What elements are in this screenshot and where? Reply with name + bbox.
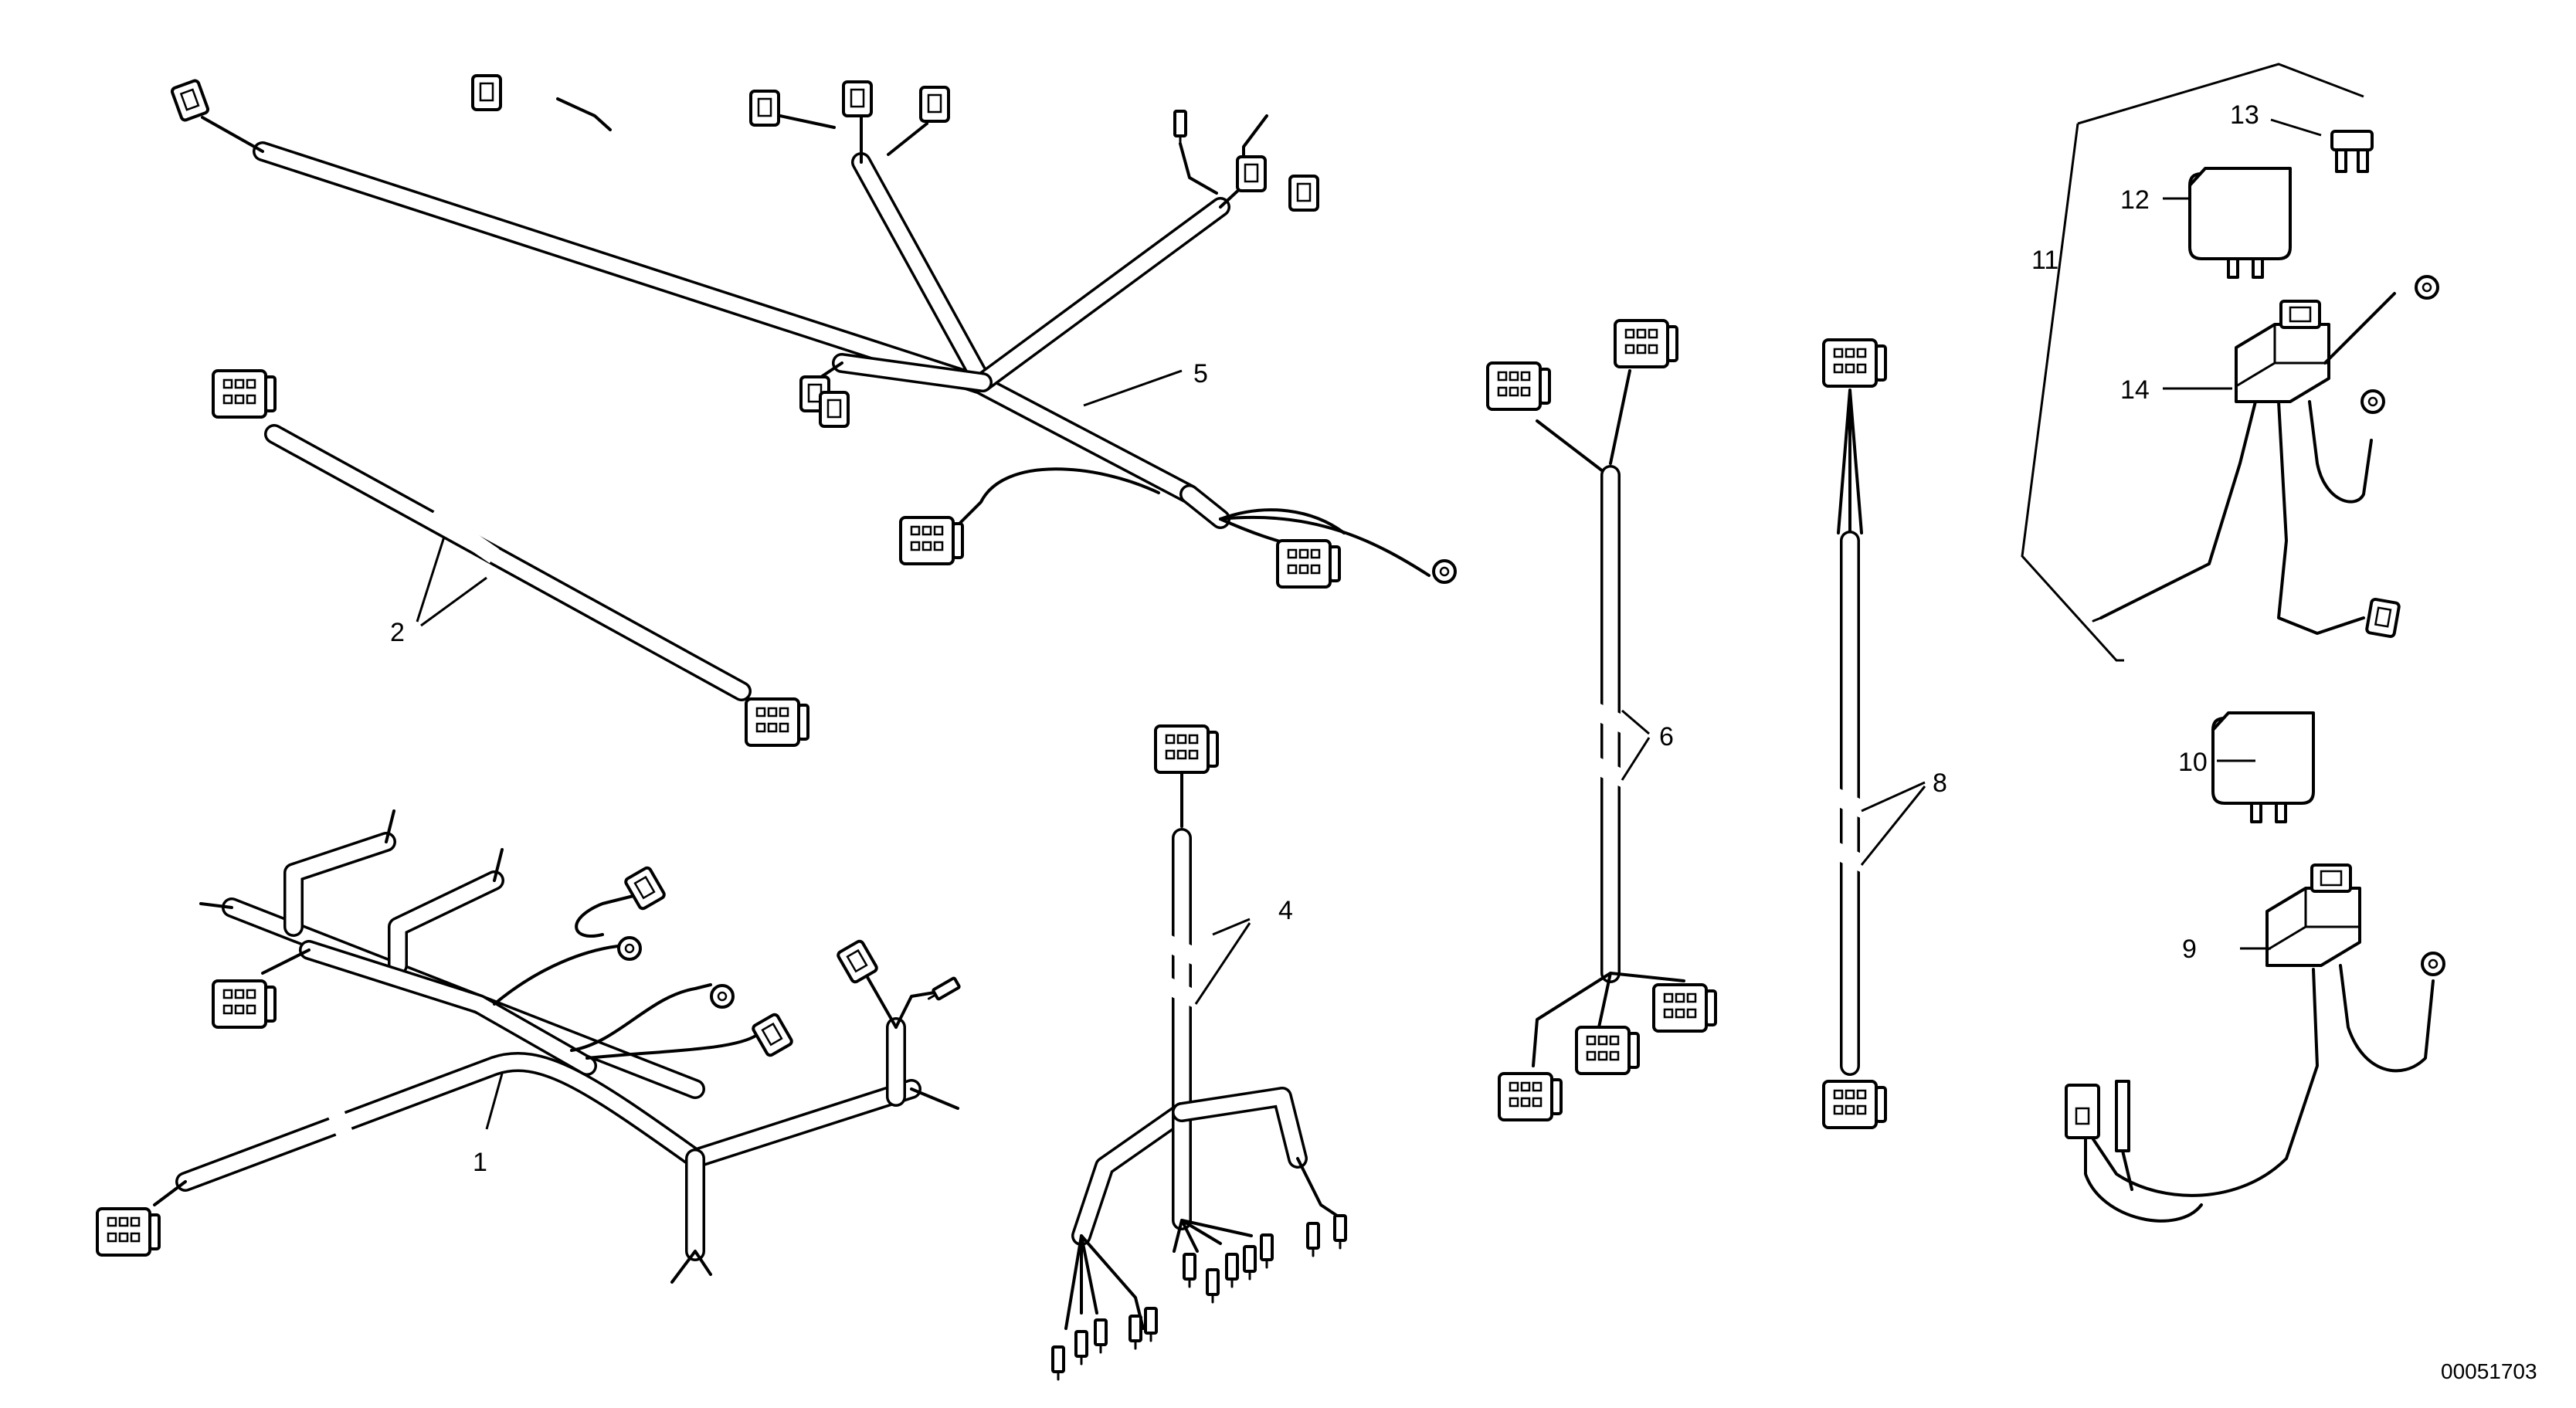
callout-5: 5 xyxy=(1193,359,1208,388)
callout-11: 11 xyxy=(2031,246,2058,275)
harness-1 xyxy=(96,809,962,1284)
leader-lines xyxy=(416,118,2322,1130)
callout-labels: 1 2 4 5 6 8 9 10 11 12 13 14 xyxy=(390,100,2259,1177)
callout-2: 2 xyxy=(390,618,405,647)
callout-4: 4 xyxy=(1278,896,1293,925)
harness-6 xyxy=(1486,319,1717,1121)
callout-8: 8 xyxy=(1933,768,1947,798)
document-number: 00051703 xyxy=(2441,1359,2537,1383)
callout-1: 1 xyxy=(473,1148,487,1177)
callout-13: 13 xyxy=(2230,100,2259,130)
callout-6: 6 xyxy=(1659,722,1674,751)
callout-10: 10 xyxy=(2178,748,2208,777)
harness-8 xyxy=(1822,338,1887,1129)
relay-set-9-10 xyxy=(2065,711,2445,1223)
callout-12: 12 xyxy=(2120,185,2150,215)
callout-14: 14 xyxy=(2120,375,2150,405)
relay-kit-11 xyxy=(2021,63,2439,662)
harness-2 xyxy=(212,369,809,747)
callout-9: 9 xyxy=(2182,935,2197,964)
harness-5 xyxy=(169,74,1457,589)
harness-4 xyxy=(1051,724,1347,1381)
